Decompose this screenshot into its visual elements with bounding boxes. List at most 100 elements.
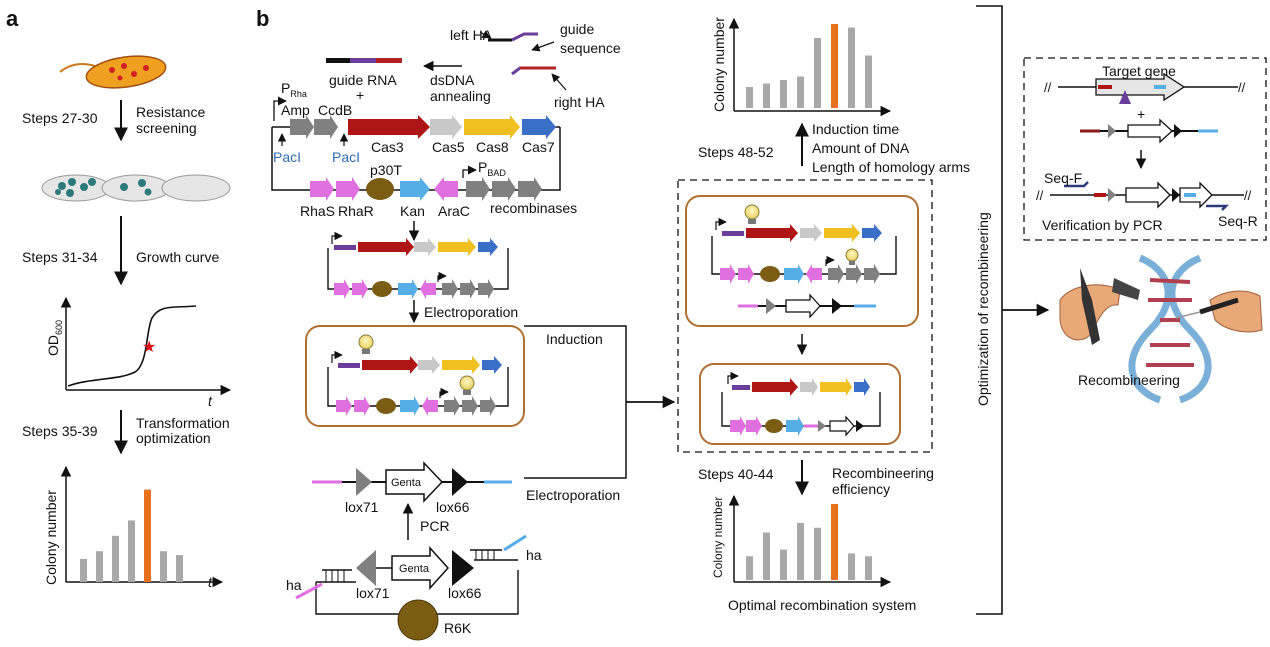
bar	[160, 551, 167, 582]
efficiency-label: Recombineering	[832, 465, 934, 481]
lox66-label: lox66	[448, 585, 482, 601]
p-bad-label: PBAD	[478, 159, 506, 178]
bar	[763, 532, 770, 580]
bar	[865, 556, 872, 580]
bar	[746, 556, 753, 580]
bar	[780, 549, 787, 580]
recombineering-label: Recombineering	[1078, 372, 1180, 388]
template-plasmid	[295, 534, 527, 641]
step-desc: Resistance	[136, 104, 205, 120]
p-rha-label: PRha	[281, 80, 307, 99]
guide-sequence-label: guide	[560, 21, 594, 37]
step-desc: Transformation	[136, 415, 230, 431]
ha-label: ha	[526, 547, 542, 563]
plasmid-recombined	[721, 371, 881, 437]
panel-b-label: b	[256, 6, 269, 31]
bar	[814, 38, 821, 108]
bar	[865, 55, 872, 108]
seq-r-label: Seq-R	[1218, 213, 1258, 229]
connector-lines	[524, 325, 627, 479]
arac-label: AraC	[438, 203, 470, 219]
svg-text://: //	[1244, 188, 1252, 203]
efficiency-label: efficiency	[832, 481, 890, 497]
electroporation-label: Electroporation	[526, 487, 620, 503]
optimization-param: Length of homology arms	[812, 159, 970, 175]
bar	[96, 551, 103, 582]
rhar-label: RhaR	[338, 203, 374, 219]
recombination-system-box	[677, 179, 933, 453]
amp-label: Amp	[281, 102, 310, 118]
dsdna-label: dsDNA	[430, 72, 475, 88]
bar	[763, 83, 770, 108]
growth-ylabel: OD600	[45, 320, 64, 356]
step-label: Steps 31-34	[22, 249, 98, 265]
plasmid-induced	[327, 350, 509, 416]
bar	[848, 553, 855, 580]
optimization-param: Amount of DNA	[812, 140, 910, 156]
lightbulb-icon	[744, 204, 760, 224]
plus-sign: +	[356, 87, 364, 103]
paci-label: PacI	[332, 149, 360, 165]
step-label: Steps 27-30	[22, 110, 98, 126]
plasmid-with-guide	[327, 231, 509, 299]
cas5-label: Cas5	[432, 139, 465, 155]
step-desc: screening	[136, 120, 197, 136]
bar	[176, 555, 183, 582]
genta-label: Genta	[391, 477, 422, 489]
target-gene-diagram: // // // //	[1036, 72, 1252, 211]
main-plasmid	[271, 96, 561, 201]
target-gene-label: Target gene	[1102, 63, 1176, 79]
guide-sequence-label: sequence	[560, 40, 621, 56]
svg-text://: //	[1036, 188, 1044, 203]
ccdb-label: CcdB	[318, 102, 352, 118]
bar	[780, 80, 787, 108]
left-ha-label: left HA	[450, 27, 493, 43]
step-desc: Growth curve	[136, 249, 219, 265]
chart-a-xlabel: t	[208, 574, 213, 590]
induced-system-box	[685, 195, 919, 327]
star-marker: ★	[142, 339, 156, 356]
induction-label: Induction	[546, 331, 603, 347]
colony-chart-bottom: Colony number	[711, 494, 892, 588]
svg-text://: //	[1044, 80, 1052, 95]
chart-bottom-ylabel: Colony number	[711, 497, 725, 578]
seq-f-label: Seq-F	[1044, 170, 1082, 186]
bar	[746, 87, 753, 108]
svg-text://: //	[1238, 80, 1246, 95]
bar	[128, 520, 135, 582]
optimization-param: Induction time	[812, 121, 899, 137]
paci-label: PacI	[273, 149, 301, 165]
dsdna-oligo	[488, 32, 556, 76]
growth-curve-plot: ★ OD600 t	[45, 296, 232, 409]
verification-label: Verification by PCR	[1042, 217, 1163, 233]
optimization-vertical-label: Optimization of recombineering	[975, 212, 991, 406]
lightbulb-icon	[358, 334, 374, 354]
petri-dish-icon	[41, 174, 231, 202]
panel-a-label: a	[6, 6, 19, 31]
plus-sign: +	[1137, 106, 1145, 122]
step-desc: optimization	[136, 430, 211, 446]
step-label: Steps 35-39	[22, 423, 98, 439]
genta-cassette	[312, 461, 512, 503]
bar	[814, 527, 821, 580]
bar	[112, 535, 119, 582]
bar	[144, 489, 151, 582]
bar	[831, 504, 838, 580]
colony-chart-top: Colony number	[711, 17, 892, 117]
growth-xlabel: t	[208, 393, 213, 409]
ha-label: ha	[286, 577, 302, 593]
bacterium-icon	[59, 55, 167, 89]
optimal-system-label: Optimal recombination system	[728, 597, 916, 613]
r6k-label: R6K	[444, 620, 472, 636]
growth-curve-line	[67, 305, 197, 387]
pcr-label: PCR	[420, 518, 450, 534]
lox66-label: lox66	[436, 499, 470, 515]
lox71-label: lox71	[345, 499, 379, 515]
chart-top-ylabel: Colony number	[711, 17, 727, 112]
electroporation-label: Electroporation	[424, 304, 518, 320]
chart-a-ylabel: Colony number	[43, 490, 59, 585]
bar	[831, 24, 838, 108]
bar	[80, 558, 87, 582]
genta-label: Genta	[399, 563, 430, 575]
